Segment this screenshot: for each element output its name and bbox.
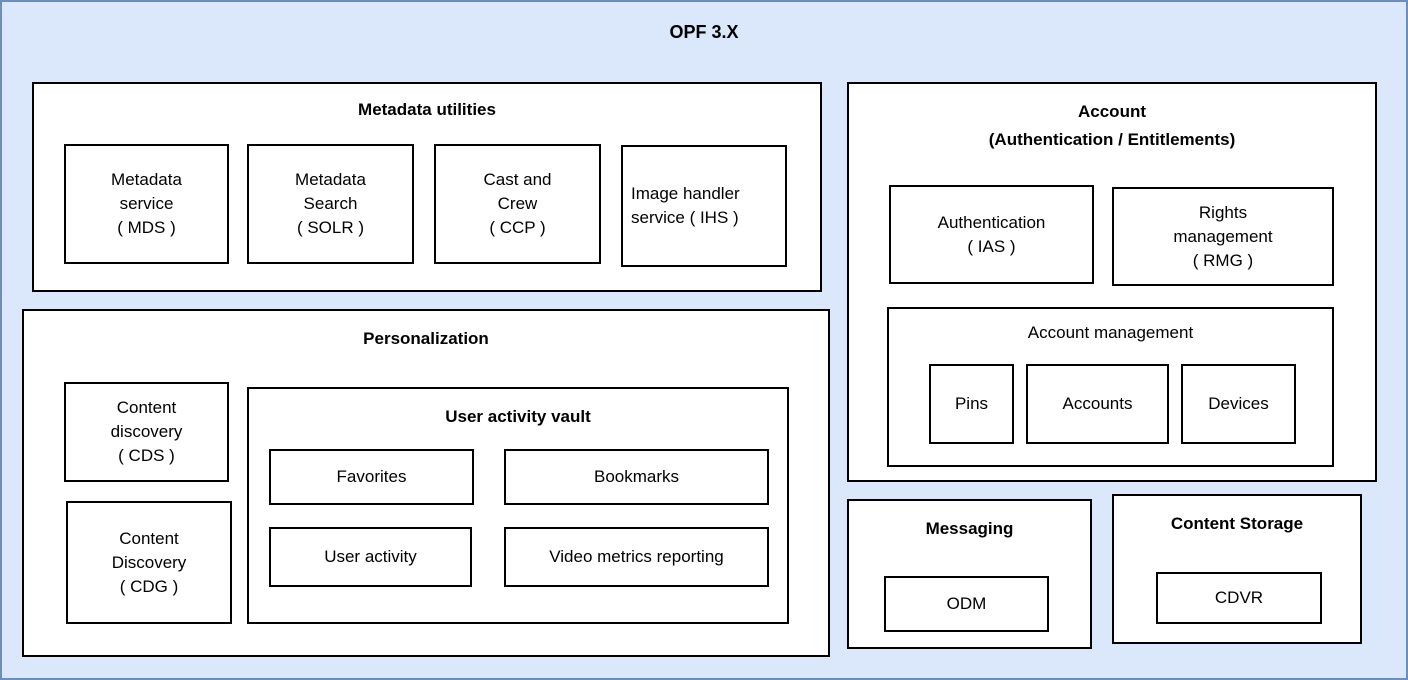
personalization-title: Personalization <box>363 329 489 348</box>
diagram-title: OPF 3.X <box>669 22 739 42</box>
box-content-discovery-cds: Content discovery ( CDS ) <box>64 382 229 482</box>
box-user-activity: User activity <box>269 527 472 587</box>
messaging-group: Messaging ODM <box>847 499 1092 649</box>
box-cdvr: CDVR <box>1156 572 1322 624</box>
box-authentication-ias: Authentication ( IAS ) <box>889 185 1094 284</box>
box-metadata-service-mds: Metadata service ( MDS ) <box>64 144 229 264</box>
box-content-discovery-cdg: Content Discovery ( CDG ) <box>66 501 232 624</box>
box-odm: ODM <box>884 576 1049 632</box>
metadata-utilities-title: Metadata utilities <box>358 100 496 119</box>
box-devices: Devices <box>1181 364 1296 444</box>
account-management-group: Account management Pins Accounts Devices <box>887 307 1334 467</box>
box-video-metrics-reporting: Video metrics reporting <box>504 527 769 587</box>
box-pins: Pins <box>929 364 1014 444</box>
account-management-title: Account management <box>1027 323 1194 342</box>
account-title: Account (Authentication / Entitlements) <box>988 102 1236 149</box>
personalization-group: Personalization Content discovery ( CDS … <box>22 309 830 657</box>
user-activity-vault-group: User activity vault Favorites Bookmarks … <box>247 387 789 624</box>
box-cast-and-crew-ccp: Cast and Crew ( CCP ) <box>434 144 601 264</box>
content-storage-group: Content Storage CDVR <box>1112 494 1362 644</box>
box-accounts: Accounts <box>1026 364 1169 444</box>
account-group: Account (Authentication / Entitlements) … <box>847 82 1377 482</box>
content-storage-title: Content Storage <box>1170 514 1304 533</box>
box-rights-management-rmg: Rights management ( RMG ) <box>1112 187 1334 286</box>
box-image-handler-service-ihs: Image handler service ( IHS ) <box>621 145 787 267</box>
metadata-utilities-group: Metadata utilities Metadata service ( MD… <box>32 82 822 292</box>
user-activity-vault-title: User activity vault <box>445 407 591 426</box>
messaging-title: Messaging <box>925 519 1014 538</box>
box-metadata-search-solr: Metadata Search ( SOLR ) <box>247 144 414 264</box>
box-bookmarks: Bookmarks <box>504 449 769 505</box>
box-favorites: Favorites <box>269 449 474 505</box>
